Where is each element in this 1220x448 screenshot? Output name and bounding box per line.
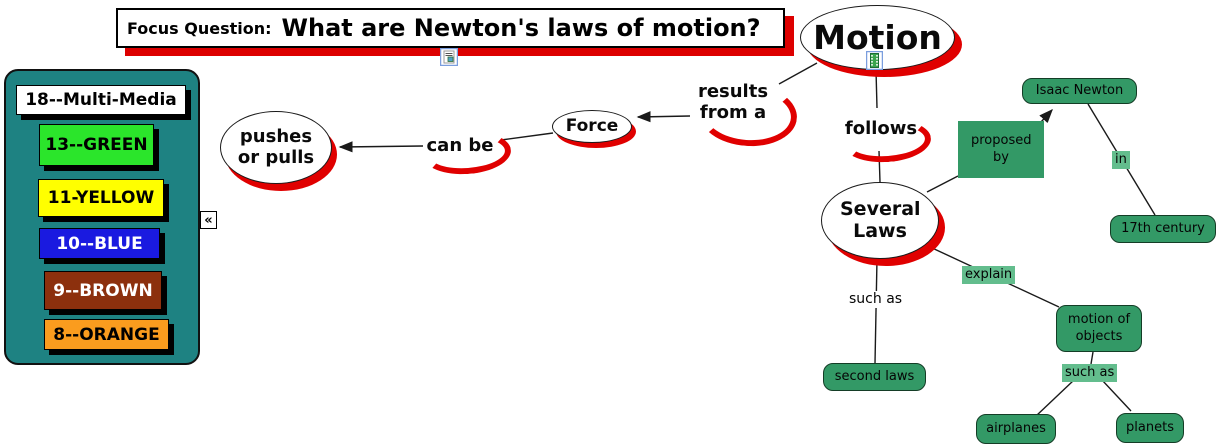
concept-17th-century-label: 17th century — [1121, 220, 1205, 236]
link-can-be[interactable]: can be — [426, 135, 494, 156]
link-follows[interactable]: follows — [844, 118, 918, 139]
concept-planets[interactable]: planets — [1116, 413, 1184, 443]
concept-17th-century[interactable]: 17th century — [1110, 215, 1216, 243]
concept-isaac-newton-label: Isaac Newton — [1035, 82, 1124, 98]
focus-question-prefix: Focus Question: — [127, 18, 272, 38]
video-film-icon[interactable] — [865, 50, 884, 74]
link-in[interactable]: in — [1112, 151, 1130, 169]
focus-question-banner: Focus Question: What are Newton's laws o… — [116, 8, 785, 48]
legend-title[interactable]: 18--Multi-Media — [16, 85, 186, 115]
concept-motion-label: Motion — [813, 17, 942, 57]
legend-item-green[interactable]: 13--GREEN — [39, 124, 154, 166]
legend-item-brown[interactable]: 9--BROWN — [44, 271, 162, 310]
concept-force[interactable]: Force — [552, 110, 632, 143]
link-such-as-bottom[interactable]: such as — [1062, 364, 1118, 382]
document-image-icon[interactable] — [439, 47, 459, 70]
collapse-chevron-icon[interactable]: « — [200, 211, 217, 229]
legend-item-orange[interactable]: 8--ORANGE — [44, 319, 169, 350]
legend-panel: 18--Multi-Media 13--GREEN 11-YELLOW 10--… — [4, 69, 200, 365]
concept-planets-label: planets — [1126, 419, 1174, 435]
legend-item-yellow[interactable]: 11-YELLOW — [38, 179, 164, 217]
concept-airplanes[interactable]: airplanes — [976, 414, 1056, 444]
focus-question-text: What are Newton's laws of motion? — [281, 14, 761, 42]
concept-second-laws[interactable]: second laws — [823, 363, 926, 391]
concept-motion-of-objects[interactable]: motion of objects — [1056, 305, 1142, 352]
link-proposed-by-label: proposed by — [971, 132, 1032, 165]
concept-pushes-or-pulls-label: pushes or pulls — [237, 125, 315, 168]
concept-several-laws[interactable]: Several Laws — [821, 182, 939, 259]
concept-second-laws-label: second laws — [834, 368, 915, 384]
concept-motion-of-objects-label: motion of objects — [1067, 312, 1131, 344]
concept-pushes-or-pulls[interactable]: pushes or pulls — [220, 111, 332, 184]
concept-airplanes-label: airplanes — [986, 420, 1046, 436]
concept-several-laws-label: Several Laws — [840, 197, 921, 242]
concept-isaac-newton[interactable]: Isaac Newton — [1022, 78, 1137, 104]
link-such-as-top[interactable]: such as — [847, 291, 905, 308]
link-explain[interactable]: explain — [962, 266, 1016, 284]
link-results-from-a[interactable]: results from a — [697, 81, 769, 123]
link-proposed-by[interactable]: proposed by — [958, 121, 1044, 178]
legend-item-blue[interactable]: 10--BLUE — [39, 228, 160, 259]
concept-force-label: Force — [565, 115, 619, 136]
